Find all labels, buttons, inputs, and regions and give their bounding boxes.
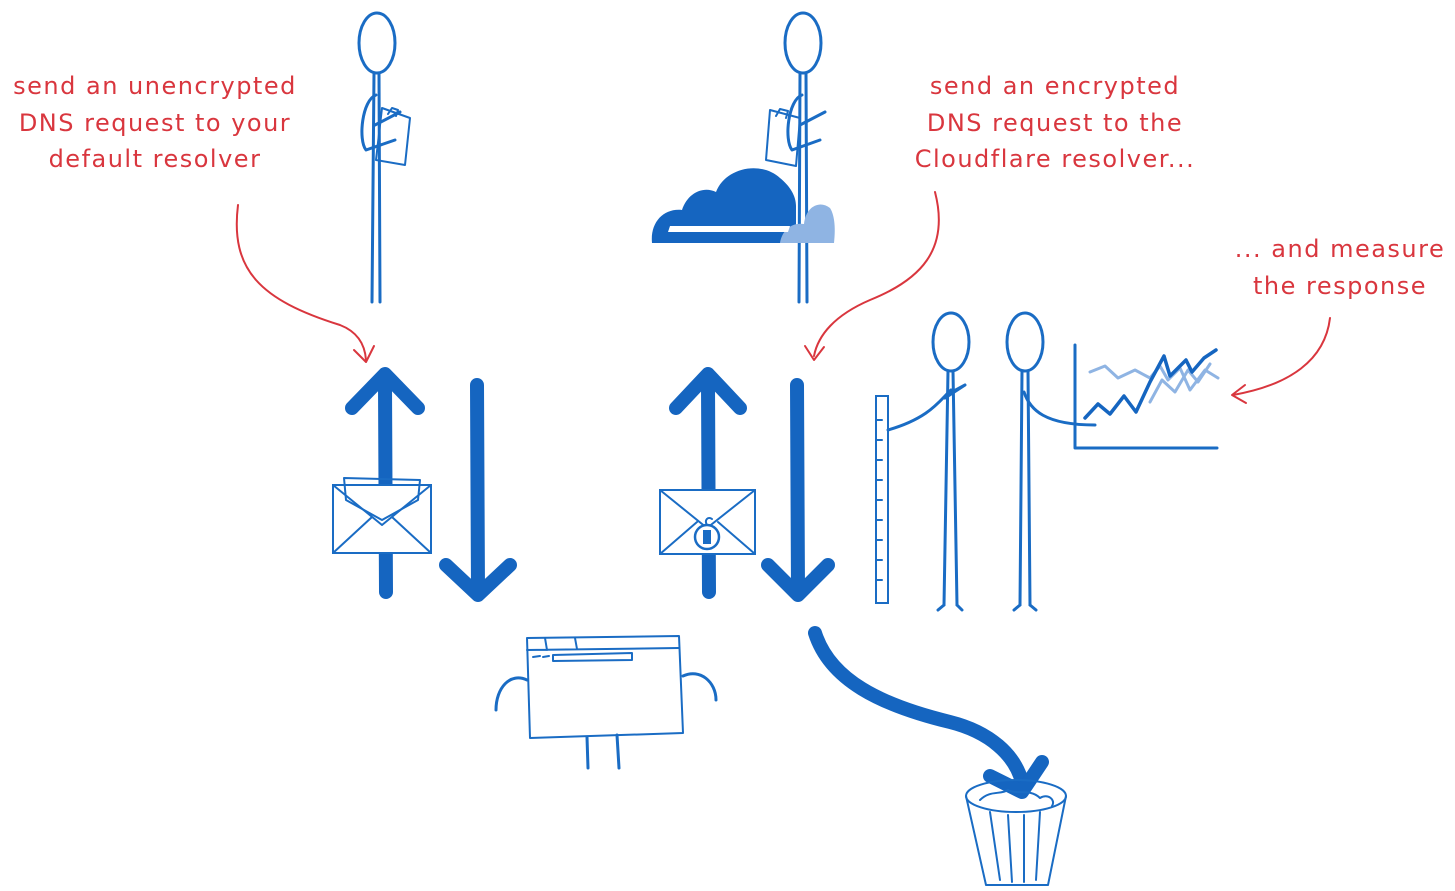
annotation-encrypted: send an encrypted DNS request to the Clo…	[804, 72, 1196, 361]
up-arrow	[345, 367, 425, 599]
cloud-secondary	[780, 204, 835, 243]
ruler-icon	[875, 395, 889, 604]
cloudflare-cloud-logo	[651, 168, 835, 243]
annotation-encrypted-arrow	[813, 191, 940, 357]
stick-figure-cloudflare-resolver	[765, 11, 827, 304]
browser-window-character	[494, 635, 718, 770]
annotation-unencrypted-line-1: send an unencrypted	[13, 72, 297, 100]
chart-series-dark	[1083, 348, 1218, 420]
up-arrow	[669, 367, 747, 599]
cloud-main	[651, 168, 796, 243]
browser-frame	[526, 635, 684, 739]
figure-body	[797, 71, 809, 304]
browser-right-arm	[681, 672, 718, 702]
figure-head	[357, 11, 397, 75]
clipboard-icon	[375, 107, 411, 166]
annotation-encrypted-arrowhead	[804, 345, 825, 361]
annotation-unencrypted-line-2: DNS request to your	[19, 109, 291, 137]
annotation-unencrypted-arrowhead	[353, 345, 375, 363]
figure-body	[370, 71, 382, 304]
annotation-encrypted-line-2: DNS request to the	[927, 109, 1183, 137]
chart-icon	[1073, 343, 1220, 450]
annotation-measure-arrowhead	[1231, 384, 1247, 404]
lock-envelope-icon	[659, 489, 756, 555]
trash-can-icon	[965, 779, 1067, 886]
down-arrow	[439, 378, 517, 602]
discard-arrow	[808, 626, 1029, 789]
clipboard-icon	[765, 108, 801, 167]
browser-legs	[585, 733, 621, 770]
stick-figure-measuring-left	[886, 311, 971, 612]
annotation-measure-arrow	[1232, 317, 1331, 396]
cloud-gap	[668, 226, 790, 232]
annotation-measure-line-1: ... and measure	[1235, 235, 1445, 263]
envelope-icon	[332, 477, 432, 554]
stick-figure-measuring-right	[1005, 311, 1097, 612]
figure-arm	[786, 93, 827, 152]
stick-figure-default-resolver	[357, 11, 411, 304]
browser-nav-icons	[532, 655, 550, 658]
down-arrow	[761, 378, 835, 602]
browser-tab-bar	[526, 637, 680, 651]
annotation-encrypted-line-3: Cloudflare resolver...	[915, 145, 1196, 173]
annotation-measure-line-2: the response	[1253, 272, 1427, 300]
unencrypted-arrows	[332, 367, 517, 602]
annotation-unencrypted-arrow	[235, 204, 367, 361]
browser-address-bar	[552, 652, 633, 662]
chart-axes	[1073, 343, 1219, 450]
figure-head	[783, 11, 823, 75]
annotation-measure: ... and measure the response	[1231, 235, 1445, 404]
annotation-encrypted-line-1: send an encrypted	[930, 72, 1180, 100]
annotation-unencrypted: send an unencrypted DNS request to your …	[13, 72, 375, 363]
browser-left-arm	[494, 676, 529, 712]
annotation-unencrypted-line-3: default resolver	[49, 145, 262, 173]
chart-series-light-2	[1148, 362, 1212, 404]
encrypted-arrows	[659, 367, 835, 602]
